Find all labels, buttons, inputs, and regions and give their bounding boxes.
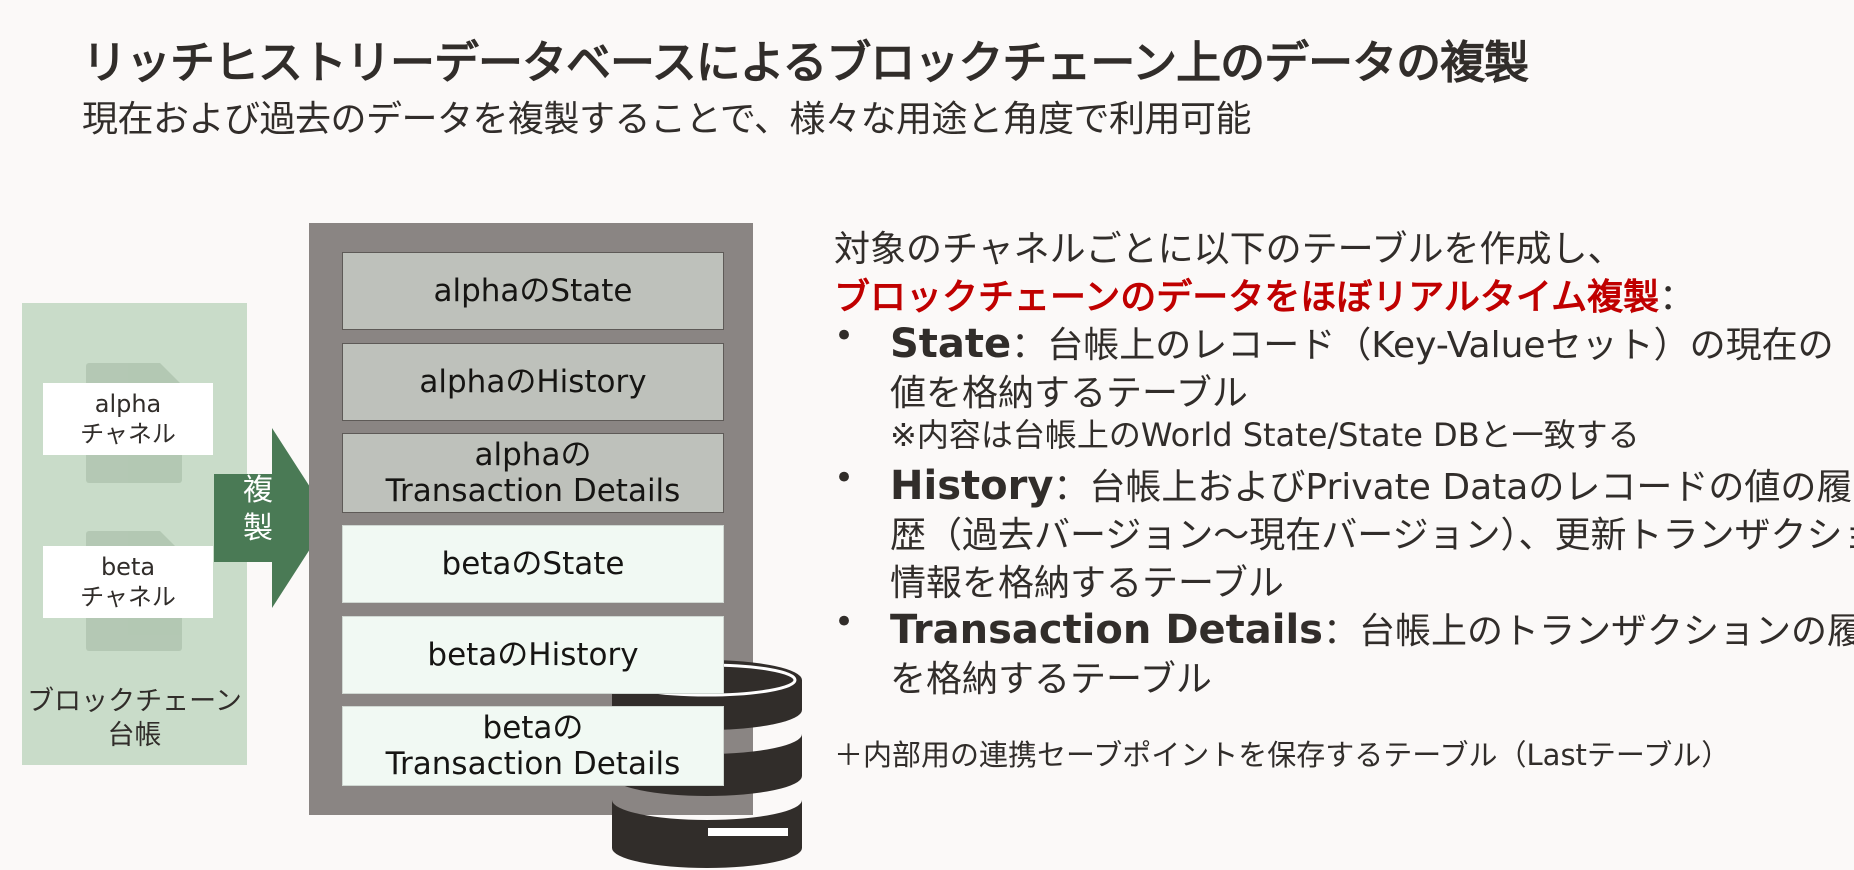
bullet-icon: • xyxy=(834,316,855,356)
bullet-desc: 歴（過去バージョン～現在バージョン）、更新トランザクション xyxy=(890,515,1854,556)
channel-name: beta xyxy=(100,553,156,581)
ledger-label-line1: ブロックチェーン xyxy=(27,686,242,717)
channel-alpha: alpha チャネル xyxy=(43,383,213,455)
table-label: betaのHistory xyxy=(427,637,639,673)
channel-label: チャネル xyxy=(80,420,176,448)
bullet-desc: 台帳上のトランザクションの履歴 xyxy=(1359,611,1854,652)
bullet-icon: • xyxy=(834,602,855,642)
highlight-text: ブロックチェーンのデータをほぼリアルタイム複製 xyxy=(834,277,1660,318)
table-label-line2: Transaction Details xyxy=(385,746,681,782)
table-beta-state: betaのState xyxy=(342,525,724,603)
channel-label: チャネル xyxy=(80,583,176,611)
highlight-suffix: ： xyxy=(1659,277,1696,318)
table-label: alphaの xyxy=(474,437,592,473)
bullet-separator: ： xyxy=(1323,611,1360,652)
bullet-note: ※内容は台帳上のWorld State/State DBと一致する xyxy=(890,416,1640,454)
bullet-separator: ： xyxy=(1053,467,1090,508)
highlight-line: ブロックチェーンのデータをほぼリアルタイム複製： xyxy=(834,268,1695,320)
table-label: betaのState xyxy=(441,546,625,582)
intro-text: 対象のチャネルごとに以下のテーブルを作成し、 xyxy=(834,229,1624,270)
replicate-arrow xyxy=(214,428,330,608)
bullet-icon: • xyxy=(834,458,855,498)
ledger-label: ブロックチェーン 台帳 xyxy=(22,685,247,753)
bullet-term: History xyxy=(890,463,1054,509)
page-title: リッチヒストリーデータベースによるブロックチェーン上のデータの複製 xyxy=(82,36,1529,89)
table-alpha-transaction-details: alphaの Transaction Details xyxy=(342,433,724,513)
bullet-desc: を格納するテーブル xyxy=(890,659,1212,700)
bullet-desc: 情報を格納するテーブル xyxy=(890,563,1284,604)
ledger-label-line2: 台帳 xyxy=(107,720,162,751)
replicate-label: 複 製 xyxy=(236,472,280,548)
blockchain-ledger-panel: alpha チャネル beta チャネル ブロックチェーン 台帳 xyxy=(22,303,247,765)
table-label: betaの xyxy=(482,710,584,746)
page-subtitle: 現在および過去のデータを複製することで、様々な用途と角度で利用可能 xyxy=(82,99,1251,140)
replicate-label-line1: 複 xyxy=(243,473,273,508)
table-label-line2: Transaction Details xyxy=(385,473,681,509)
table-label: alphaのState xyxy=(433,273,633,309)
channel-beta: beta チャネル xyxy=(43,546,213,618)
channel-name: alpha xyxy=(94,390,162,418)
table-label: alphaのHistory xyxy=(419,364,647,400)
bullet-term: Transaction Details xyxy=(890,607,1323,653)
bullet-desc: 台帳上のレコード（Key-Valueセット）の現在の xyxy=(1047,325,1834,366)
extra-table-note: ＋内部用の連携セーブポイントを保存するテーブル（Lastテーブル） xyxy=(834,738,1731,772)
table-beta-history: betaのHistory xyxy=(342,616,724,694)
table-alpha-state: alphaのState xyxy=(342,252,724,330)
bullet-separator: ： xyxy=(1011,325,1048,366)
table-alpha-history: alphaのHistory xyxy=(342,343,724,421)
replicate-label-line2: 製 xyxy=(243,511,273,546)
bullet-desc: 台帳上およびPrivate Dataのレコードの値の履 xyxy=(1089,467,1853,508)
bullet-desc: 値を格納するテーブル xyxy=(890,373,1248,414)
bullet-term: State xyxy=(890,321,1012,367)
table-beta-transaction-details: betaの Transaction Details xyxy=(342,706,724,786)
